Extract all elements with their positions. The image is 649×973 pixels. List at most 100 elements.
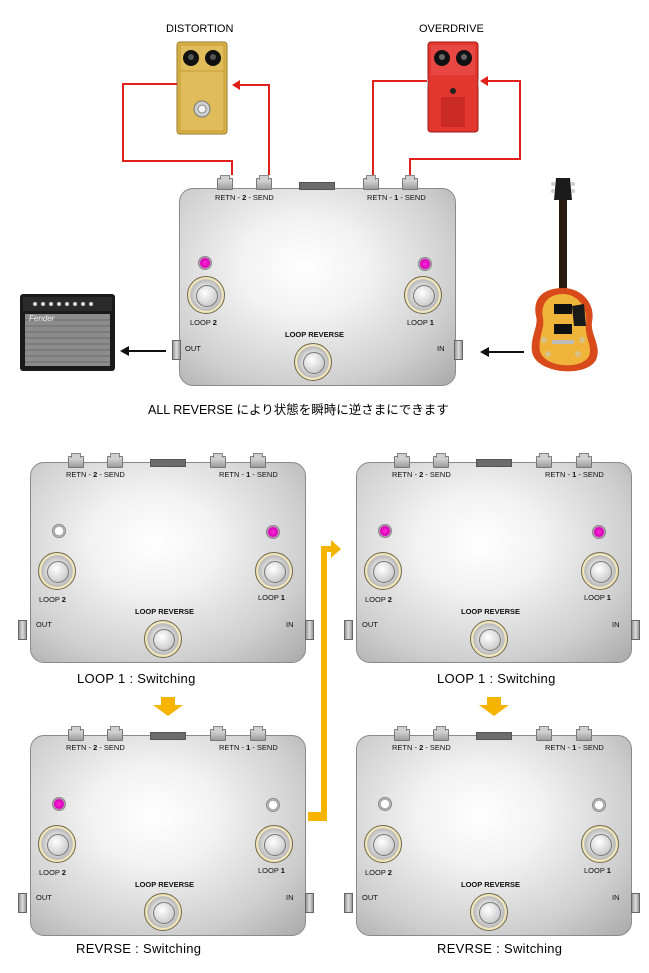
loop2-label: LOOP 2 bbox=[190, 318, 217, 327]
retn1-label: RETN - 1 - SEND bbox=[219, 470, 278, 479]
description-text: ALL REVERSE により状態を瞬時に逆さまにできます bbox=[148, 403, 449, 417]
out-jack bbox=[172, 340, 181, 360]
send1-jack bbox=[576, 453, 592, 468]
loop-reverse-label: LOOP REVERSE bbox=[135, 607, 195, 616]
loop-reverse-label: LOOP REVERSE bbox=[285, 330, 345, 339]
in-jack bbox=[454, 340, 463, 360]
loop2-label: LOOP 2 bbox=[365, 868, 392, 877]
loop2-led bbox=[378, 524, 392, 538]
in-label: IN bbox=[286, 893, 294, 902]
retn2-jack bbox=[68, 726, 84, 741]
send1-jack bbox=[250, 453, 266, 468]
loop2-led bbox=[52, 524, 66, 538]
overdrive-pedal bbox=[424, 41, 482, 133]
out-label: OUT bbox=[36, 620, 52, 629]
loop1-footswitch[interactable] bbox=[255, 825, 293, 863]
reverse-footswitch[interactable] bbox=[144, 893, 182, 931]
loop1-footswitch[interactable] bbox=[581, 552, 619, 590]
panel-caption: REVRSE : Switching bbox=[76, 941, 202, 956]
loop1-led bbox=[592, 525, 606, 539]
retn2-label: RETN - 2 - SEND bbox=[392, 743, 451, 752]
retn2-label: RETN - 2 - SEND bbox=[66, 743, 125, 752]
distortion-pedal bbox=[173, 41, 231, 135]
in-label: IN bbox=[612, 893, 620, 902]
loop2-led bbox=[198, 256, 212, 270]
retn2-jack bbox=[394, 453, 410, 468]
loop2-label: LOOP 2 bbox=[39, 868, 66, 877]
retn1-label: RETN - 1 - SEND bbox=[367, 193, 426, 202]
retn1-label: RETN - 1 - SEND bbox=[219, 743, 278, 752]
retn1-jack bbox=[210, 453, 226, 468]
out-jack bbox=[18, 620, 27, 640]
send1-jack bbox=[250, 726, 266, 741]
reverse-footswitch[interactable] bbox=[294, 343, 332, 381]
distortion-pedal-graphic bbox=[173, 41, 231, 135]
amplifier: Fender bbox=[19, 293, 116, 372]
retn2-jack bbox=[217, 175, 233, 190]
out-label: OUT bbox=[362, 893, 378, 902]
loop1-footswitch[interactable] bbox=[255, 552, 293, 590]
loop-reverse-label: LOOP REVERSE bbox=[461, 607, 521, 616]
center-bar bbox=[299, 182, 335, 190]
reverse-footswitch[interactable] bbox=[470, 620, 508, 658]
loop1-label: LOOP 1 bbox=[584, 866, 611, 875]
center-bar bbox=[150, 459, 186, 467]
loop2-footswitch[interactable] bbox=[38, 552, 76, 590]
loop2-led bbox=[52, 797, 66, 811]
loop1-footswitch[interactable] bbox=[581, 825, 619, 863]
retn1-jack bbox=[210, 726, 226, 741]
loop1-led bbox=[592, 798, 606, 812]
send2-jack bbox=[433, 453, 449, 468]
distortion-label: DISTORTION bbox=[166, 23, 234, 35]
out-jack bbox=[18, 893, 27, 913]
loop2-footswitch[interactable] bbox=[364, 552, 402, 590]
panel-caption: LOOP 1 : Switching bbox=[77, 671, 196, 686]
send2-jack bbox=[107, 453, 123, 468]
send2-jack bbox=[433, 726, 449, 741]
retn1-jack bbox=[536, 453, 552, 468]
retn2-label: RETN - 2 - SEND bbox=[392, 470, 451, 479]
panel-caption: REVRSE : Switching bbox=[437, 941, 563, 956]
retn1-jack bbox=[536, 726, 552, 741]
out-label: OUT bbox=[185, 344, 201, 353]
retn2-label: RETN - 2 - SEND bbox=[66, 470, 125, 479]
retn1-jack bbox=[363, 175, 379, 190]
center-bar bbox=[476, 459, 512, 467]
loop1-led bbox=[266, 798, 280, 812]
in-label: IN bbox=[612, 620, 620, 629]
loop2-footswitch[interactable] bbox=[38, 825, 76, 863]
retn1-label: RETN - 1 - SEND bbox=[545, 470, 604, 479]
retn2-jack bbox=[394, 726, 410, 741]
amplifier-graphic bbox=[20, 294, 115, 371]
out-jack bbox=[344, 893, 353, 913]
send2-jack bbox=[107, 726, 123, 741]
loop2-label: LOOP 2 bbox=[39, 595, 66, 604]
send2-jack bbox=[256, 175, 272, 190]
loop1-led bbox=[266, 525, 280, 539]
loop1-footswitch[interactable] bbox=[404, 276, 442, 314]
retn2-jack bbox=[68, 453, 84, 468]
loop1-label: LOOP 1 bbox=[258, 866, 285, 875]
amp-logo: Fender bbox=[29, 314, 55, 323]
out-label: OUT bbox=[36, 893, 52, 902]
overdrive-label: OVERDRIVE bbox=[419, 23, 484, 35]
loop-reverse-label: LOOP REVERSE bbox=[461, 880, 521, 889]
send1-jack bbox=[402, 175, 418, 190]
loop2-footswitch[interactable] bbox=[187, 276, 225, 314]
loop2-footswitch[interactable] bbox=[364, 825, 402, 863]
guitar bbox=[526, 176, 602, 380]
guitar-graphic bbox=[531, 178, 598, 372]
in-jack bbox=[305, 620, 314, 640]
loop2-led bbox=[378, 797, 392, 811]
loop1-label: LOOP 1 bbox=[407, 318, 434, 327]
loop2-label: LOOP 2 bbox=[365, 595, 392, 604]
out-jack bbox=[344, 620, 353, 640]
reverse-footswitch[interactable] bbox=[144, 620, 182, 658]
loop1-label: LOOP 1 bbox=[258, 593, 285, 602]
overdrive-pedal-graphic bbox=[424, 41, 482, 133]
retn2-label: RETN - 2 - SEND bbox=[215, 193, 274, 202]
loop1-label: LOOP 1 bbox=[584, 593, 611, 602]
reverse-footswitch[interactable] bbox=[470, 893, 508, 931]
out-label: OUT bbox=[362, 620, 378, 629]
loop-reverse-label: LOOP REVERSE bbox=[135, 880, 195, 889]
